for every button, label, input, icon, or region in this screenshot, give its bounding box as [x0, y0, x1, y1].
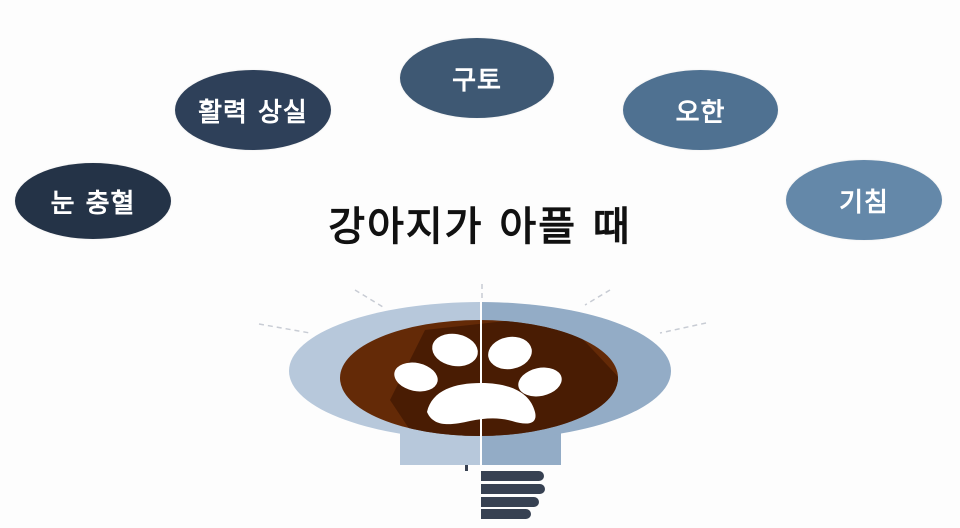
symptom-label: 기침 [839, 187, 889, 218]
symptom-label: 오한 [675, 97, 726, 128]
bulb-base-icon [481, 471, 545, 519]
symptom-bubble-eye-redness: 눈 충혈 [15, 163, 171, 239]
symptom-bubble-chills: 오한 [623, 70, 778, 150]
symptom-bubble-cough: 기침 [786, 160, 942, 240]
symptom-label: 눈 충혈 [50, 188, 136, 219]
symptom-bubble-vomiting: 구토 [400, 38, 554, 118]
page-title: 강아지가 아플 때 [328, 204, 632, 250]
symptom-label: 활력 상실 [198, 97, 308, 128]
light-rays-icon [258, 284, 707, 334]
symptom-bubble-lethargy: 활력 상실 [175, 70, 331, 150]
symptom-label: 구토 [452, 65, 502, 96]
